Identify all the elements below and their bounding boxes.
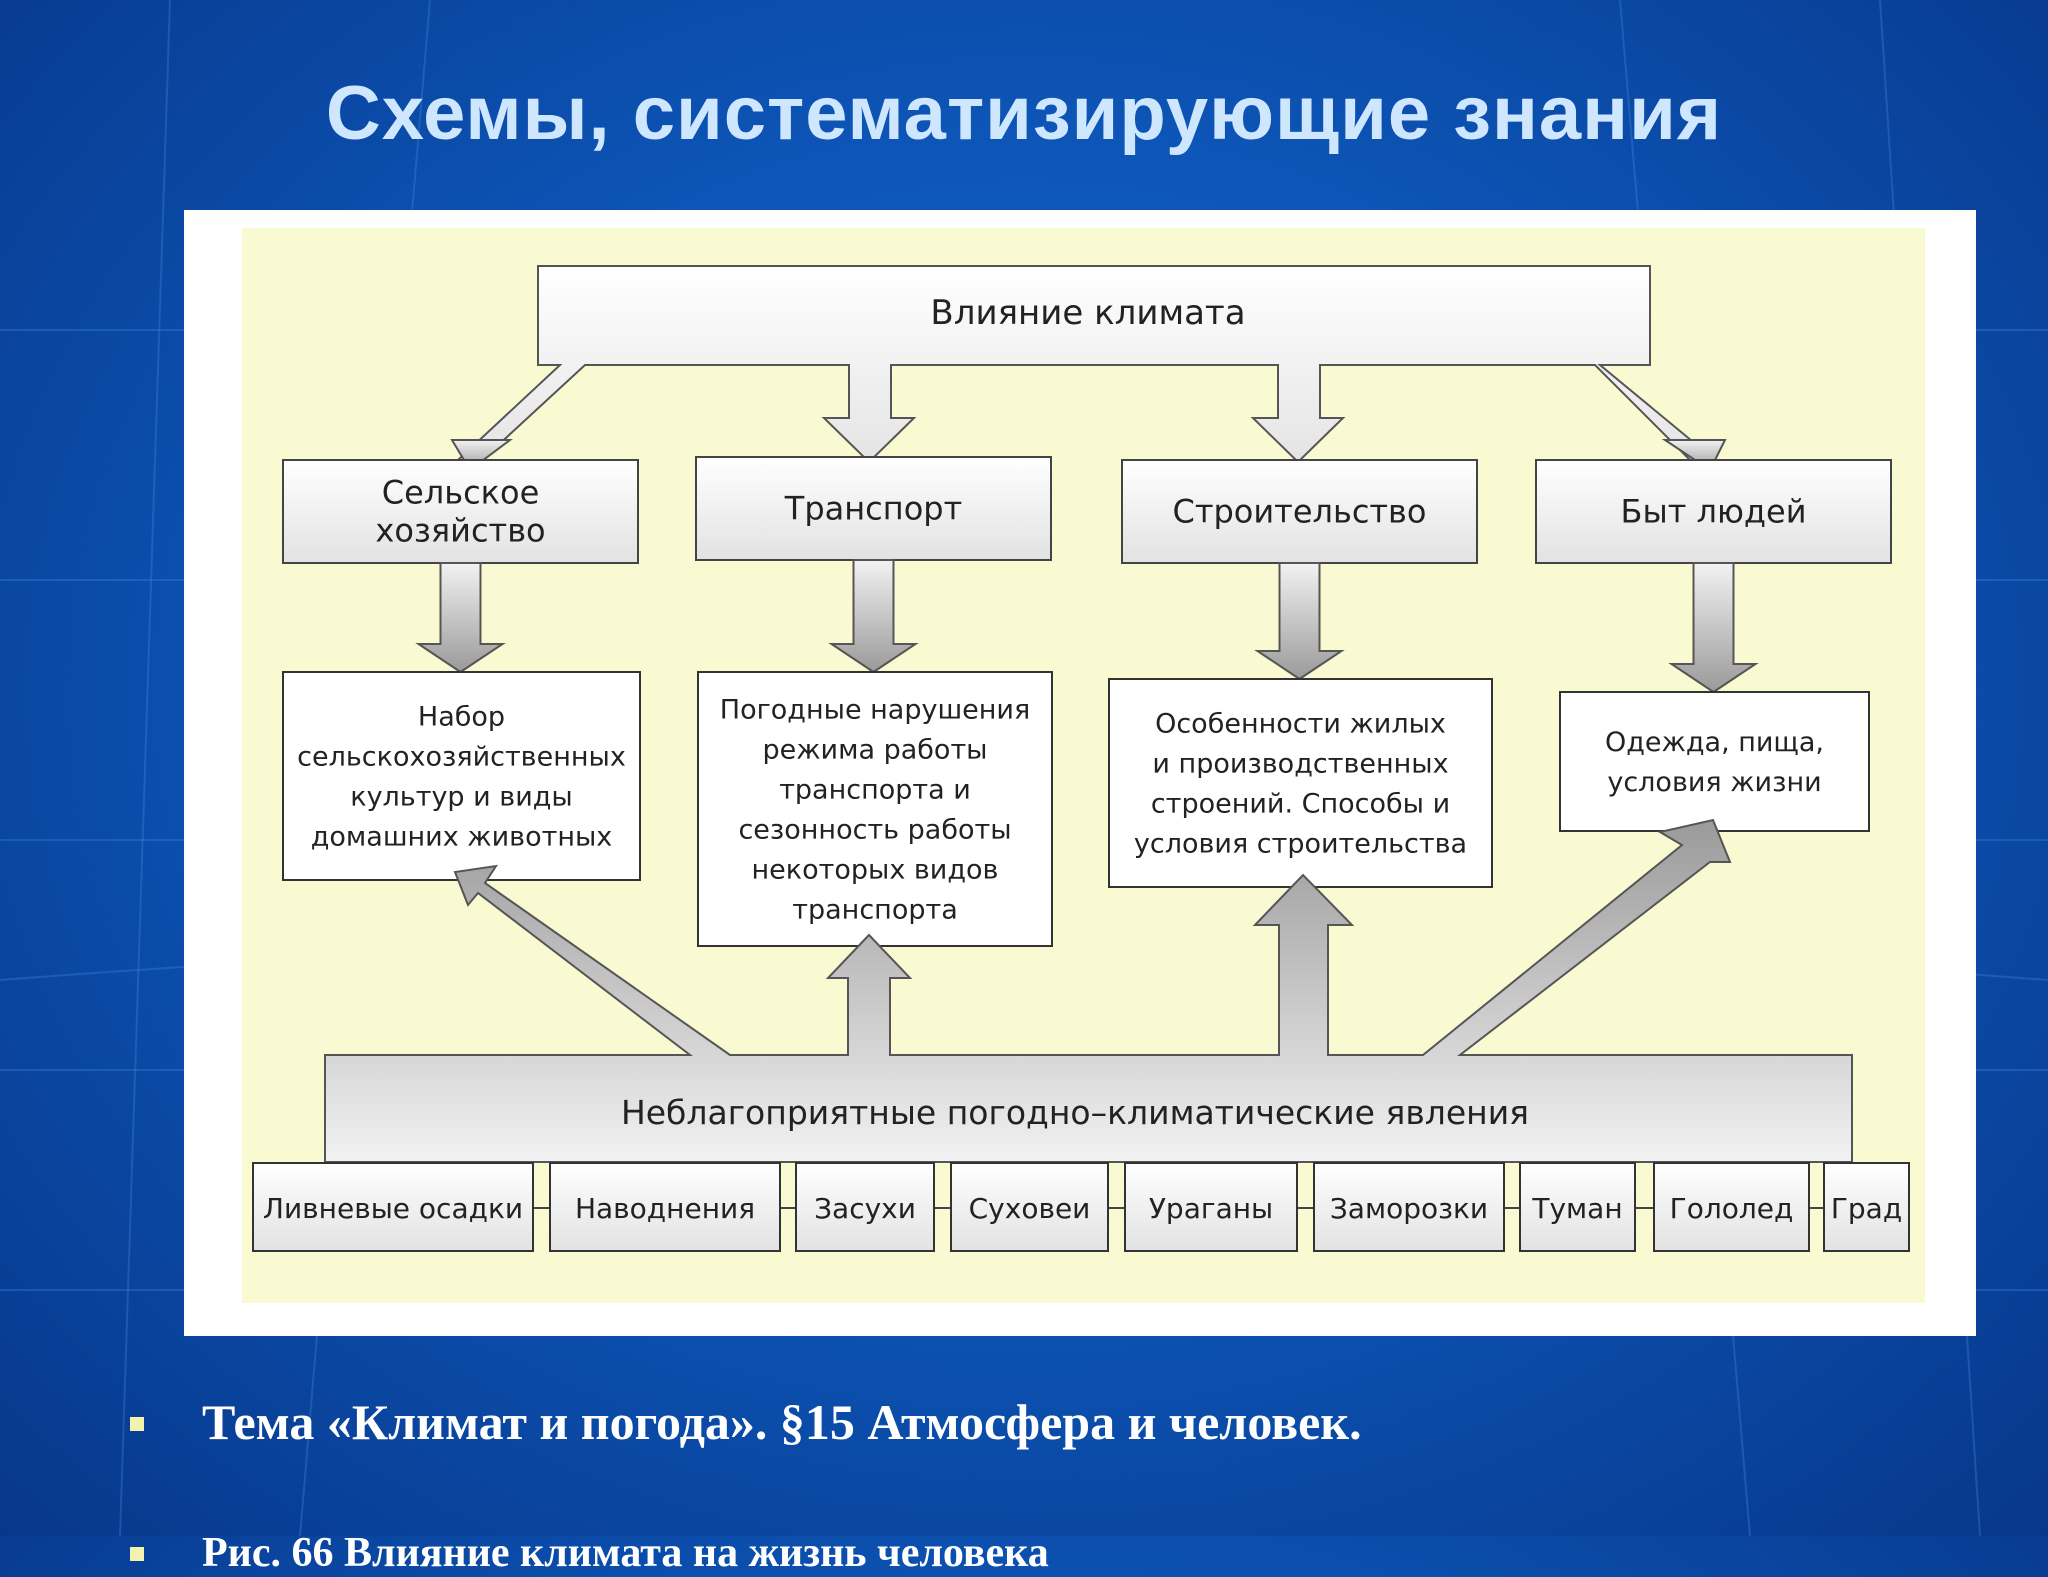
effect-transport: Погодные нарушения режима работы транспорт…	[697, 671, 1053, 947]
down-arrow	[415, 562, 506, 674]
phenomenon-box	[1823, 1162, 1910, 1252]
phenomenon-item: Наводнения	[549, 1162, 781, 1252]
effect-label: транспорта	[792, 894, 958, 925]
phenomenon-item: Туман	[1519, 1162, 1636, 1252]
effect-agriculture: Набор сельскохозяйственных культур и виды д…	[282, 671, 641, 881]
sector-transport: Транспорт	[695, 456, 1052, 561]
phenomenon-box	[252, 1162, 534, 1252]
sector-box	[695, 456, 1052, 561]
effect-construction: Особенности жилых и производственных строе…	[1108, 678, 1493, 888]
sector-box	[1535, 459, 1892, 564]
effect-label: домашних животных	[311, 821, 613, 852]
phenomenon-item: Гололед	[1653, 1162, 1810, 1252]
sector-label: хозяйство	[375, 512, 545, 550]
effect-label: условия строительства	[1134, 828, 1467, 859]
phenomenon-label: Ливневые осадки	[263, 1192, 523, 1225]
phenomenon-box	[1313, 1162, 1505, 1252]
effect-label: сезонность работы	[738, 814, 1011, 845]
effect-label: Особенности жилых	[1155, 708, 1446, 739]
top-node-label: Влияние климата	[930, 293, 1245, 333]
phenomenon-box	[1124, 1162, 1298, 1252]
effect-box	[282, 671, 641, 881]
phenomenon-label: Ураганы	[1149, 1192, 1273, 1225]
sector-label: Транспорт	[784, 490, 962, 528]
sector-construction: Строительство	[1121, 459, 1478, 564]
down-arrow	[1254, 562, 1345, 681]
effect-label: строений. Способы и	[1151, 788, 1450, 819]
sector-label: Быт людей	[1620, 493, 1806, 531]
phenomenon-item: Засухи	[795, 1162, 935, 1252]
phenomenon-box	[950, 1162, 1109, 1252]
sector-label: Сельское	[382, 474, 540, 512]
effect-box	[1559, 691, 1870, 832]
effect-label: Набор	[418, 701, 505, 732]
effect-box	[697, 671, 1053, 947]
effect-label: сельскохозяйственных	[297, 741, 626, 772]
bottom-node-label: Неблагоприятные погодно–климатические яв…	[621, 1093, 1529, 1132]
bullet-square-icon	[130, 1547, 144, 1561]
effect-label: и производственных	[1152, 748, 1448, 779]
slide-title: Схемы, систематизирующие знания	[325, 71, 1723, 156]
phenomenon-label: Засухи	[814, 1192, 916, 1225]
caption-figure: Рис. 66 Влияние климата на жизнь человек…	[202, 1530, 1049, 1576]
sector-living: Быт людей	[1535, 459, 1892, 564]
phenomenon-box	[1519, 1162, 1636, 1252]
caption-topic: Тема «Климат и погода». §15 Атмосфера и …	[202, 1394, 1362, 1450]
down-arrow	[828, 559, 919, 674]
effect-label: условия жизни	[1607, 767, 1821, 798]
effect-label: Одежда, пища,	[1605, 727, 1824, 758]
effect-box	[1108, 678, 1493, 888]
phenomenon-label: Туман	[1531, 1192, 1622, 1225]
sector-label: Строительство	[1173, 493, 1427, 531]
bullet-square-icon	[130, 1417, 144, 1431]
sector-box	[282, 459, 639, 564]
phenomenon-label: Гололед	[1670, 1192, 1794, 1225]
down-arrow	[1668, 562, 1759, 694]
phenomenon-label: Суховеи	[969, 1192, 1091, 1225]
phenomenon-box	[549, 1162, 781, 1252]
phenomenon-item: Град	[1823, 1162, 1910, 1252]
phenomenon-box	[1653, 1162, 1810, 1252]
phenomenon-item: Ураганы	[1124, 1162, 1298, 1252]
bottom-node-phenomena	[324, 818, 1853, 1163]
sector-box	[1121, 459, 1478, 564]
effect-label: некоторых видов	[752, 854, 999, 885]
phenomenon-item: Ливневые осадки	[252, 1162, 534, 1252]
effect-label: режима работы	[762, 734, 987, 765]
effect-label: транспорта и	[779, 774, 971, 805]
phenomenon-item: Суховеи	[950, 1162, 1109, 1252]
phenomenon-box	[795, 1162, 935, 1252]
effect-living: Одежда, пища, условия жизни	[1559, 691, 1870, 832]
phenomenon-label: Град	[1831, 1192, 1902, 1225]
phenomenon-label: Заморозки	[1330, 1192, 1488, 1225]
phenomenon-label: Наводнения	[575, 1192, 755, 1225]
effect-label: культур и виды	[350, 781, 572, 812]
effect-label: Погодные нарушения	[720, 694, 1030, 725]
phenomenon-item: Заморозки	[1313, 1162, 1505, 1252]
